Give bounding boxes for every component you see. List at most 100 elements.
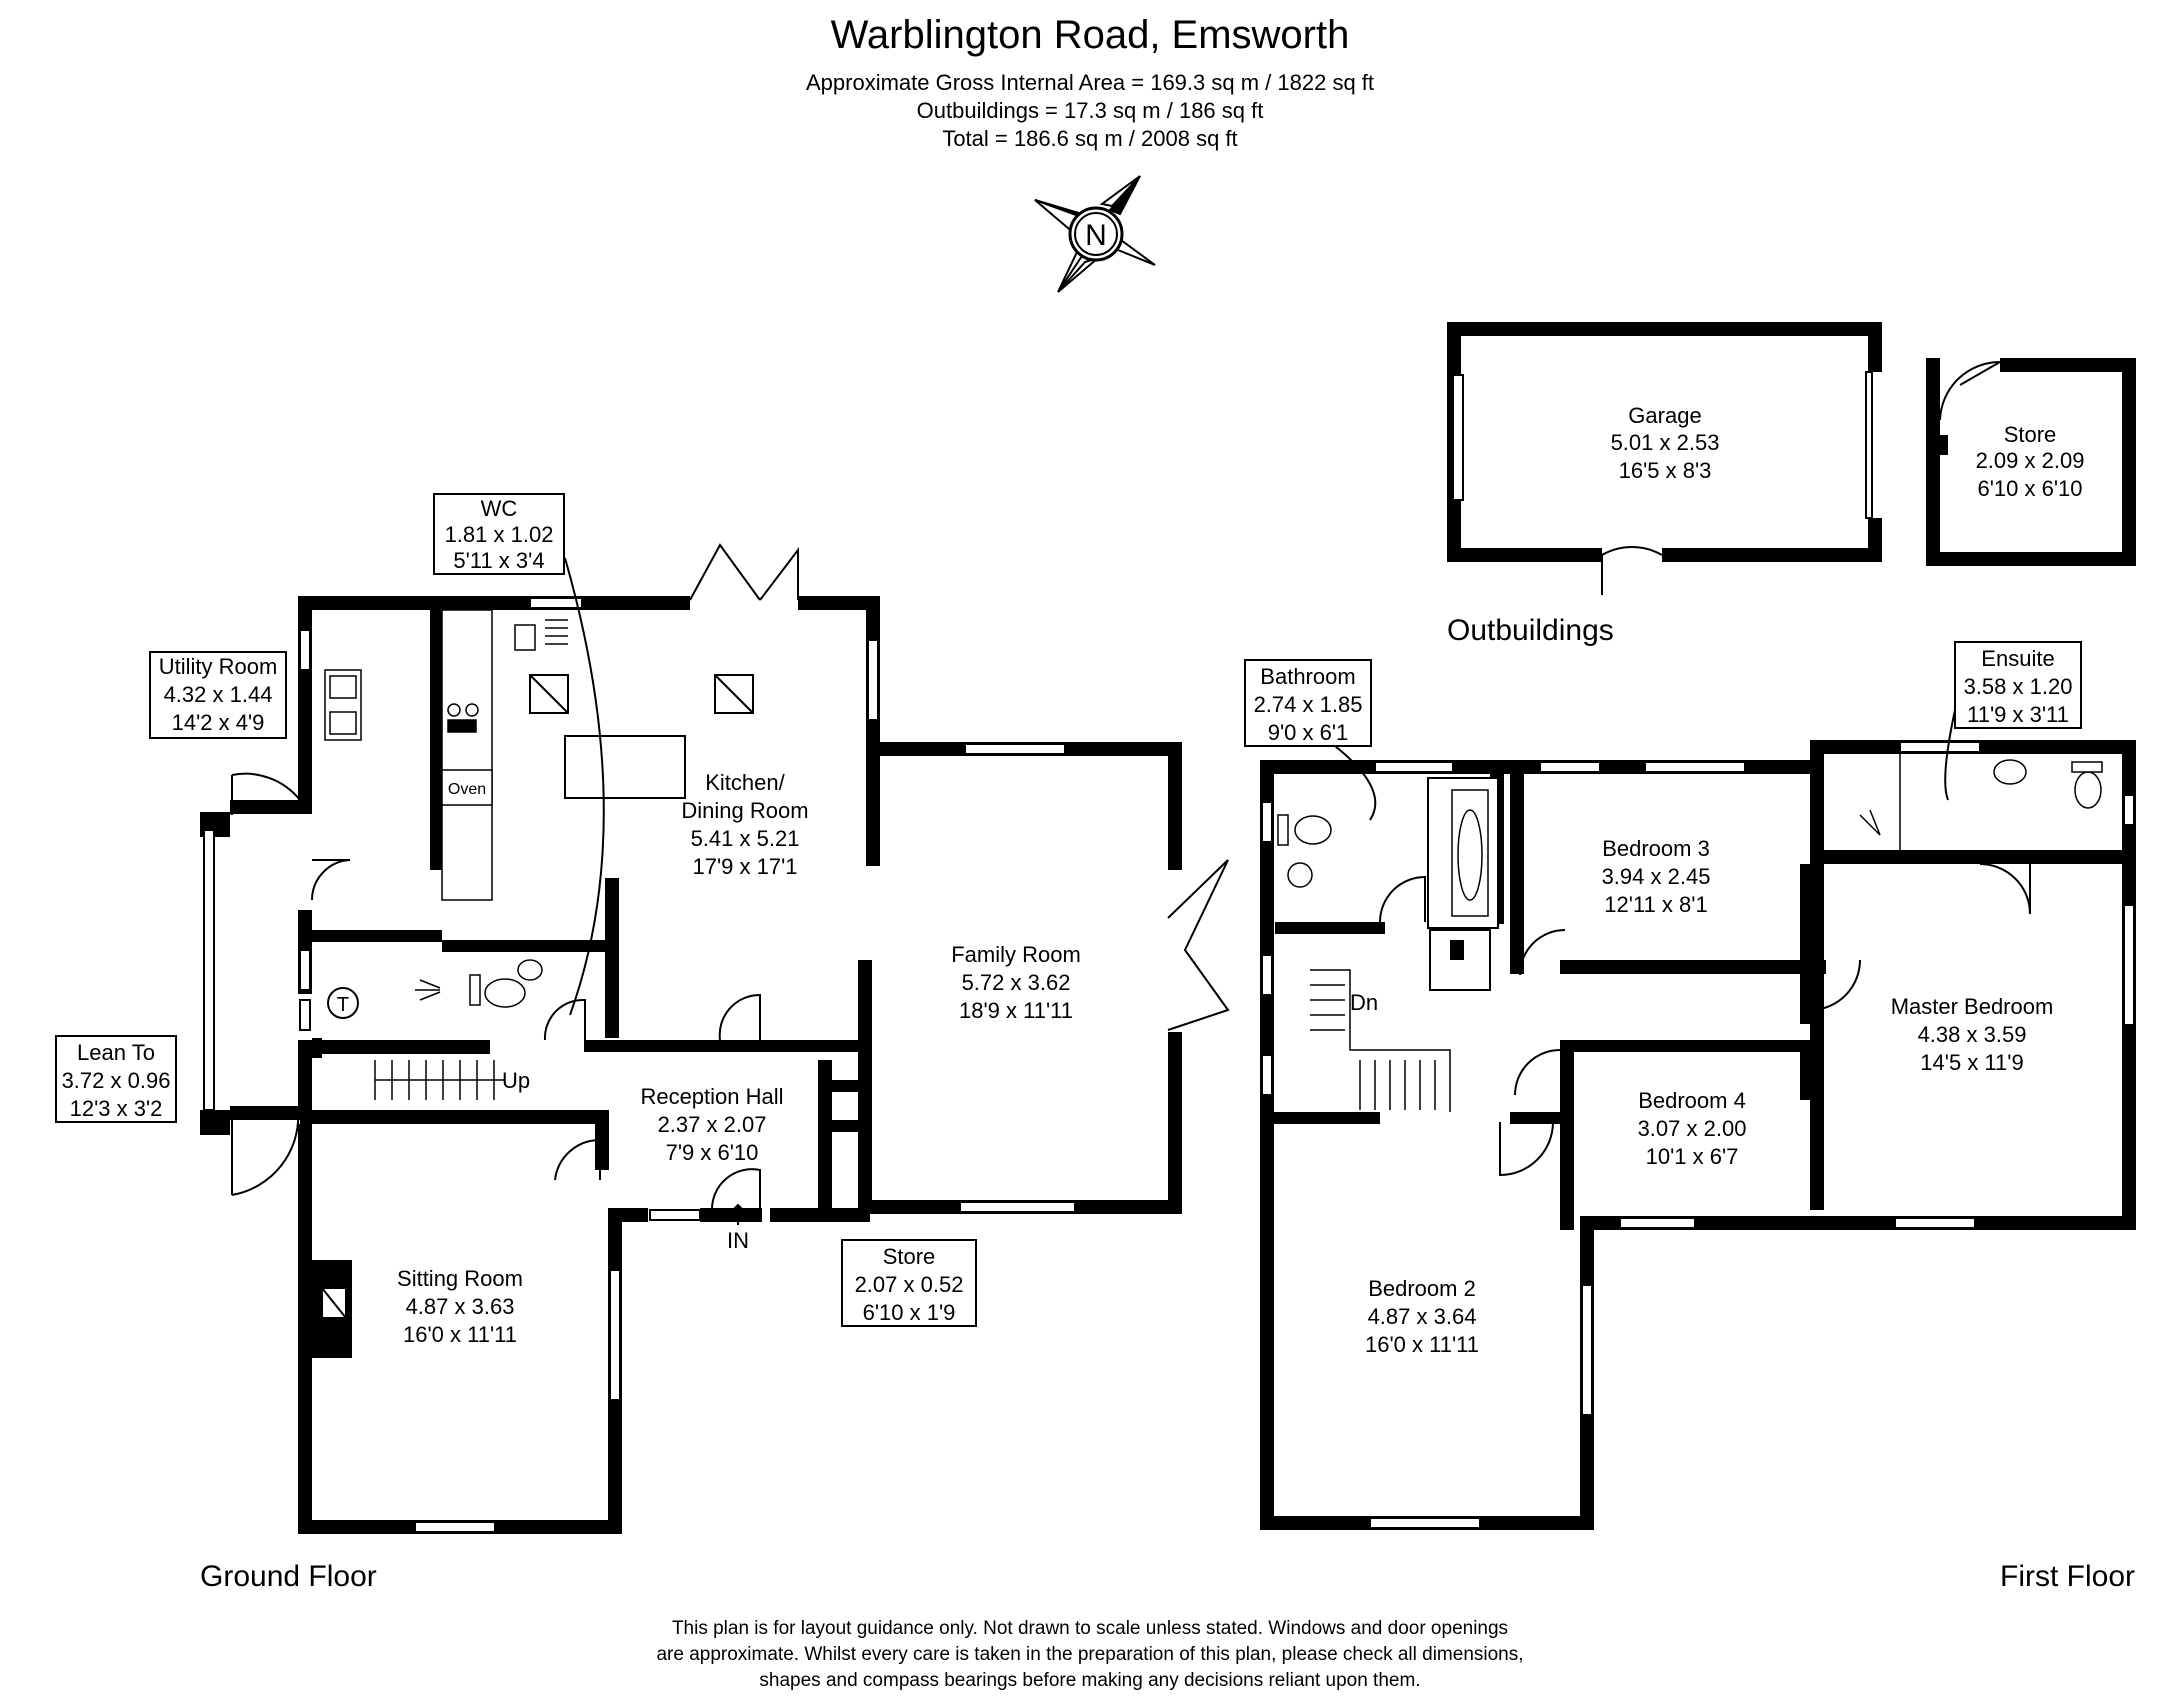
- ensuite-name: Ensuite: [1981, 646, 2054, 671]
- outbuilding-store-metric: 2.09 x 2.09: [1976, 448, 2085, 473]
- kitchen-metric: 5.41 x 5.21: [691, 826, 800, 851]
- bedroom4-name: Bedroom 4: [1638, 1088, 1746, 1113]
- first-floor-stairs: [1310, 969, 1451, 1112]
- lean-to-door: [231, 772, 301, 815]
- ground-floor-windows: [203, 597, 1076, 1533]
- bedroom4-metric: 3.07 x 2.00: [1638, 1116, 1747, 1141]
- outbuildings-area-line: Outbuildings = 17.3 sq m / 186 sq ft: [917, 98, 1264, 123]
- utility-door: [310, 859, 351, 901]
- kitchen-sink-icon: [514, 619, 568, 651]
- ensuite-imperial: 11'9 x 3'11: [1967, 702, 2069, 727]
- bedroom4-imperial: 10'1 x 6'7: [1646, 1144, 1739, 1169]
- wc-pointer: [564, 557, 605, 1016]
- stairs-up-label: Up: [502, 1068, 530, 1093]
- front-door: [710, 1168, 761, 1211]
- oven: [441, 769, 493, 806]
- stairs-down-label: Dn: [1350, 990, 1378, 1015]
- ensuite-label-box: [1954, 641, 2082, 729]
- disclaimer-line-3: shapes and compass bearings before makin…: [759, 1670, 1420, 1691]
- entrance-label: IN: [727, 1228, 749, 1253]
- store-ground-label-box: [841, 1239, 977, 1327]
- bedroom3-door: [1519, 929, 1566, 976]
- bathroom-pointer: [1334, 745, 1377, 821]
- reception-name: Reception Hall: [640, 1084, 783, 1109]
- sitting-name: Sitting Room: [397, 1266, 523, 1291]
- bedroom3-name: Bedroom 3: [1602, 836, 1710, 861]
- wc-name: WC: [481, 496, 518, 521]
- bedroom4-door: [1514, 1049, 1561, 1096]
- utility-label-box: [149, 651, 287, 739]
- wc-fixtures: [469, 959, 543, 1008]
- kitchen-name-line2: Dining Room: [681, 798, 808, 823]
- family-name: Family Room: [951, 942, 1081, 967]
- plan-title: Warblington Road, Emsworth: [831, 13, 1350, 57]
- disclaimer-line-1: This plan is for layout guidance only. N…: [672, 1618, 1508, 1639]
- bathroom-name: Bathroom: [1260, 664, 1355, 689]
- outbuilding-store-name: Store: [2004, 422, 2057, 447]
- ground-stairs: [374, 1060, 505, 1100]
- garage-side-door: [1601, 545, 1663, 595]
- ground-floor-label: Ground Floor: [200, 1560, 377, 1593]
- lean-to-label-box: [55, 1035, 177, 1123]
- lean-to-metric: 3.72 x 0.96: [62, 1068, 171, 1093]
- first-floor-windows: [1261, 741, 2135, 1529]
- ensuite-pointer: [1944, 709, 1956, 801]
- sitting-metric: 4.87 x 3.63: [406, 1294, 515, 1319]
- ground-floor-walls: [200, 596, 1182, 1534]
- kitchen-imperial: 17'9 x 17'1: [692, 854, 797, 879]
- kitchen-island: [564, 735, 686, 799]
- tank-icon: [327, 987, 359, 1019]
- total-area-line: Total = 186.6 sq m / 2008 sq ft: [942, 126, 1237, 151]
- outbuilding-store-walls: [1926, 358, 2136, 566]
- ensuite-metric: 3.58 x 1.20: [1964, 674, 2073, 699]
- entrance-arrow: [729, 1203, 747, 1225]
- first-floor-label: First Floor: [2000, 1560, 2135, 1593]
- master-door: [1811, 959, 1862, 1011]
- garage-imperial: 16'5 x 8'3: [1619, 458, 1712, 483]
- utility-name: Utility Room: [159, 654, 278, 679]
- bathroom-imperial: 9'0 x 6'1: [1268, 720, 1349, 745]
- tank-label: T: [337, 994, 349, 1016]
- wc-label-box: [433, 493, 565, 575]
- wc-door: [543, 998, 586, 1041]
- reception-metric: 2.37 x 2.07: [658, 1112, 767, 1137]
- family-bifold-doors: [1167, 859, 1230, 1031]
- bedroom3-imperial: 12'11 x 8'1: [1604, 892, 1707, 917]
- reception-imperial: 7'9 x 6'10: [666, 1140, 759, 1165]
- wc-imperial: 5'11 x 3'4: [453, 548, 544, 573]
- family-imperial: 18'9 x 11'11: [959, 998, 1073, 1023]
- utility-imperial: 14'2 x 4'9: [172, 710, 265, 735]
- garage-metric: 5.01 x 2.53: [1611, 430, 1720, 455]
- bedroom3-metric: 3.94 x 2.45: [1602, 864, 1711, 889]
- shower-icon: [415, 979, 441, 1001]
- wc-metric: 1.81 x 1.02: [445, 522, 554, 547]
- master-imperial: 14'5 x 11'9: [1920, 1050, 2023, 1075]
- bathroom-door: [1379, 875, 1426, 923]
- master-metric: 4.38 x 3.59: [1918, 1022, 2027, 1047]
- compass-icon: [1034, 175, 1156, 293]
- lean-to-front-door: [231, 1109, 300, 1196]
- kitchen-name-line1: Kitchen/: [705, 770, 785, 795]
- hall-door: [718, 993, 761, 1041]
- bedroom2-name: Bedroom 2: [1368, 1276, 1476, 1301]
- outbuilding-store-door: [1939, 361, 2001, 421]
- store-ground-name: Store: [883, 1244, 936, 1269]
- skylight-1: [529, 674, 569, 714]
- outbuildings-label: Outbuildings: [1447, 614, 1614, 647]
- garage-window: [1452, 374, 1464, 501]
- bedroom2-metric: 4.87 x 3.64: [1368, 1304, 1477, 1329]
- gross-area-line: Approximate Gross Internal Area = 169.3 …: [806, 70, 1374, 95]
- bedroom2-imperial: 16'0 x 11'11: [1365, 1332, 1479, 1357]
- bathroom-label-box: [1244, 659, 1372, 747]
- compass-north-letter: N: [1085, 219, 1107, 252]
- bathroom-fixtures: [1277, 789, 1489, 917]
- family-metric: 5.72 x 3.62: [962, 970, 1071, 995]
- utility-sink-icon: [324, 669, 362, 741]
- skylight-2: [714, 674, 754, 714]
- bathroom-metric: 2.74 x 1.85: [1254, 692, 1363, 717]
- kitchen-french-doors: [689, 543, 799, 601]
- kitchen-counter: [441, 609, 493, 901]
- oven-label: Oven: [448, 781, 486, 798]
- hob-icon: [447, 703, 479, 733]
- sitting-imperial: 16'0 x 11'11: [403, 1322, 517, 1347]
